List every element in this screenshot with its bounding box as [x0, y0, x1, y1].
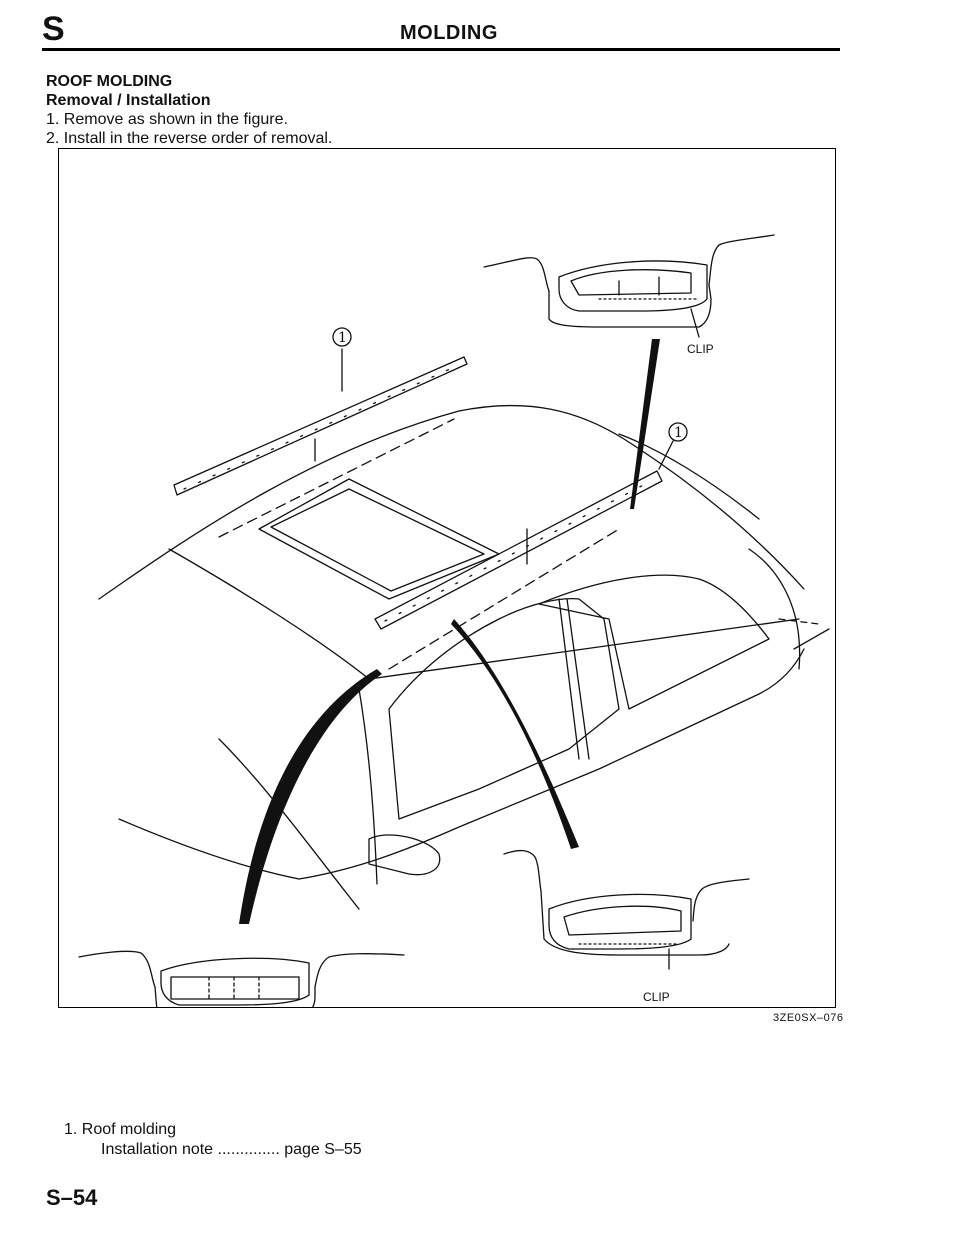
side-windows	[388, 574, 770, 820]
roof-molding-illustration: 1 1 CLIP CLIP CLIP	[78, 234, 830, 1007]
intro-block: ROOF MOLDING Removal / Installation 1. R…	[46, 72, 332, 148]
page-number: S–54	[46, 1185, 98, 1210]
legend: 1. Roof molding Installation note ......…	[64, 1120, 362, 1160]
side-mirror	[368, 834, 441, 876]
step-1-number: 1.	[46, 111, 60, 128]
clip-label-top: CLIP	[687, 342, 714, 356]
procedure-heading: Removal / Installation	[46, 92, 211, 109]
legend-note-label: Installation note	[101, 1141, 214, 1158]
figure-code: 3ZE0SX–076	[773, 1012, 844, 1024]
arrow-wedge-left	[239, 669, 382, 924]
step-1: 1. Remove as shown in the figure.	[46, 110, 332, 129]
callout-1-right-label: 1	[674, 425, 683, 441]
legend-leader-dots: ..............	[217, 1141, 280, 1158]
section-letter: S	[42, 10, 65, 48]
callout-1-right: 1	[668, 422, 688, 442]
clip-detail-bottom-left	[78, 950, 405, 1007]
step-2-text: Install in the reverse order of removal.	[63, 130, 333, 147]
right-roof-molding	[374, 470, 663, 670]
legend-page-reference: page S–55	[284, 1141, 362, 1158]
car-body-outline	[98, 404, 830, 910]
clip-detail-bottom-right	[503, 849, 750, 970]
step-2: 2. Install in the reverse order of remov…	[46, 129, 332, 148]
legend-item-1: 1. Roof molding	[64, 1120, 362, 1140]
left-roof-molding	[173, 356, 468, 538]
step-1-text: Remove as shown in the figure.	[63, 111, 288, 128]
roof-molding-figure: 1 1 CLIP CLIP CLIP	[58, 148, 836, 1008]
clip-label-bottom-right: CLIP	[643, 990, 670, 1004]
callout-1-left-label: 1	[338, 330, 347, 346]
header-rule	[42, 48, 840, 51]
callout-1-left: 1	[332, 327, 352, 347]
section-heading: ROOF MOLDING	[46, 73, 173, 90]
legend-item-name: Roof molding	[81, 1121, 177, 1138]
sunroof-outline	[258, 478, 500, 600]
callout-leader-right	[658, 440, 674, 470]
clip-detail-top	[483, 234, 775, 338]
legend-item-note: Installation note .............. page S–…	[64, 1140, 362, 1160]
page-header-title: MOLDING	[400, 22, 498, 44]
legend-item-number: 1.	[64, 1121, 78, 1138]
arrow-wedge-right	[451, 619, 579, 849]
step-2-number: 2.	[46, 130, 60, 147]
arrow-wedge-top	[630, 339, 660, 509]
